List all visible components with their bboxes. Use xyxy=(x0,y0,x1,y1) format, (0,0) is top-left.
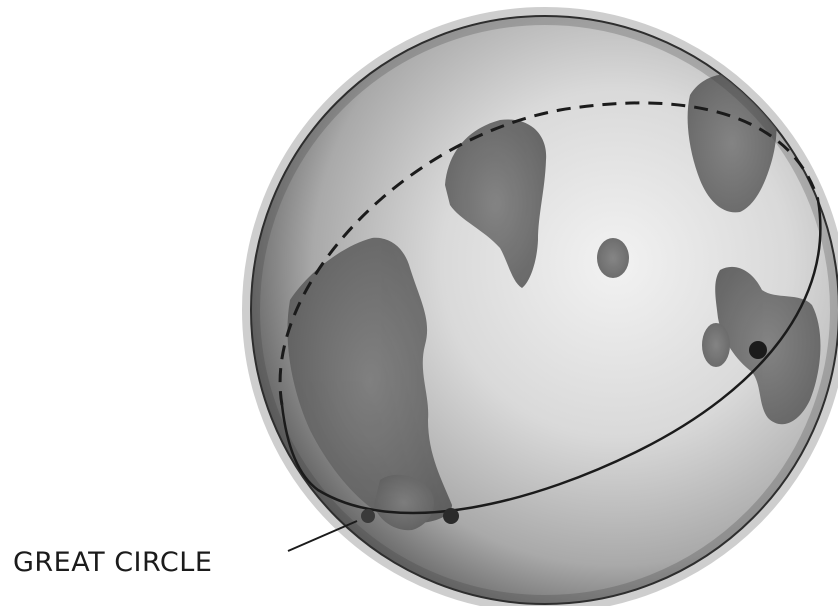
point-c-marker xyxy=(749,341,767,359)
point-a-marker xyxy=(361,509,375,523)
island-small-center xyxy=(597,238,629,278)
island-small-east xyxy=(702,323,730,367)
great-circle-label: GREAT CIRCLE xyxy=(13,547,212,578)
point-b-marker xyxy=(443,508,459,524)
